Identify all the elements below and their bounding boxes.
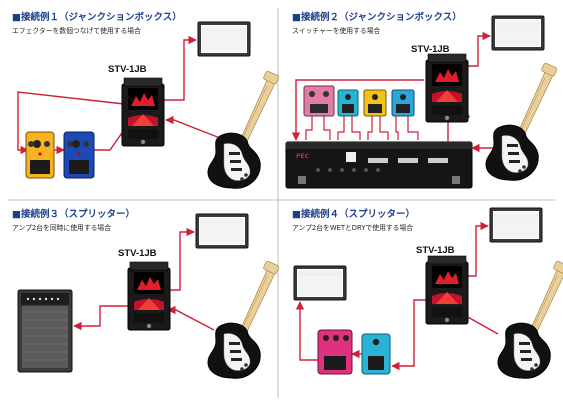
- tuner-device-1: [121, 77, 165, 147]
- amp-head-4a: [293, 265, 347, 301]
- tuner-device-2: [425, 53, 469, 123]
- panel1-diagram: [17, 21, 280, 189]
- panel1-model-label: STV-1JB: [108, 64, 147, 75]
- panel2-title: ■接続例２（ジャンクションボックス）: [292, 12, 462, 23]
- yellow-pedal: [25, 131, 55, 179]
- panel2-subtitle: スイッチャーを使用する場合: [292, 27, 381, 35]
- tuner-device-4: [425, 255, 469, 325]
- panel4-model-label: STV-1JB: [416, 245, 455, 256]
- blue-pedal-a: [391, 89, 415, 117]
- panel3-title: ■接続例３（スプリッター）: [12, 209, 135, 220]
- guitar-4: [497, 260, 563, 379]
- yellow-pedal-a: [363, 89, 387, 117]
- pink-pedal-b: [317, 329, 353, 375]
- pink-pedal-a: [303, 85, 335, 117]
- guitar-3: [207, 260, 280, 379]
- panel3-diagram: [17, 213, 280, 379]
- amp-head-2: [491, 15, 545, 51]
- panel3-model-label: STV-1JB: [118, 248, 157, 259]
- switcher-logo: PEC: [296, 153, 309, 160]
- panel2-model-label: STV-1JB: [411, 44, 450, 55]
- amp-head-1: [197, 21, 251, 57]
- guitar-2: [485, 62, 558, 181]
- panel4-title: ■接続例４（スプリッター）: [292, 209, 415, 220]
- panel4-subtitle: アンプ2台をWETとDRYで使用する場合: [292, 224, 414, 232]
- cyan-pedal-b: [361, 333, 391, 375]
- tuner-device-3: [127, 261, 171, 331]
- panel4-diagram: [293, 207, 563, 379]
- guitar-1: [207, 70, 280, 189]
- blue-pedal: [63, 131, 95, 179]
- panel1-title: ■接続例１（ジャンクションボックス）: [12, 12, 182, 23]
- cyan-pedal-a: [337, 89, 359, 117]
- amp-head-3: [195, 213, 249, 249]
- combo-amp-3: [17, 289, 73, 373]
- panel2-diagram: PEC: [285, 15, 558, 189]
- amp-head-4b: [489, 207, 543, 243]
- panel1-subtitle: エフェクターを数個つなげて使用する場合: [12, 27, 141, 35]
- panel3-subtitle: アンプ2台を同時に使用する場合: [12, 224, 112, 232]
